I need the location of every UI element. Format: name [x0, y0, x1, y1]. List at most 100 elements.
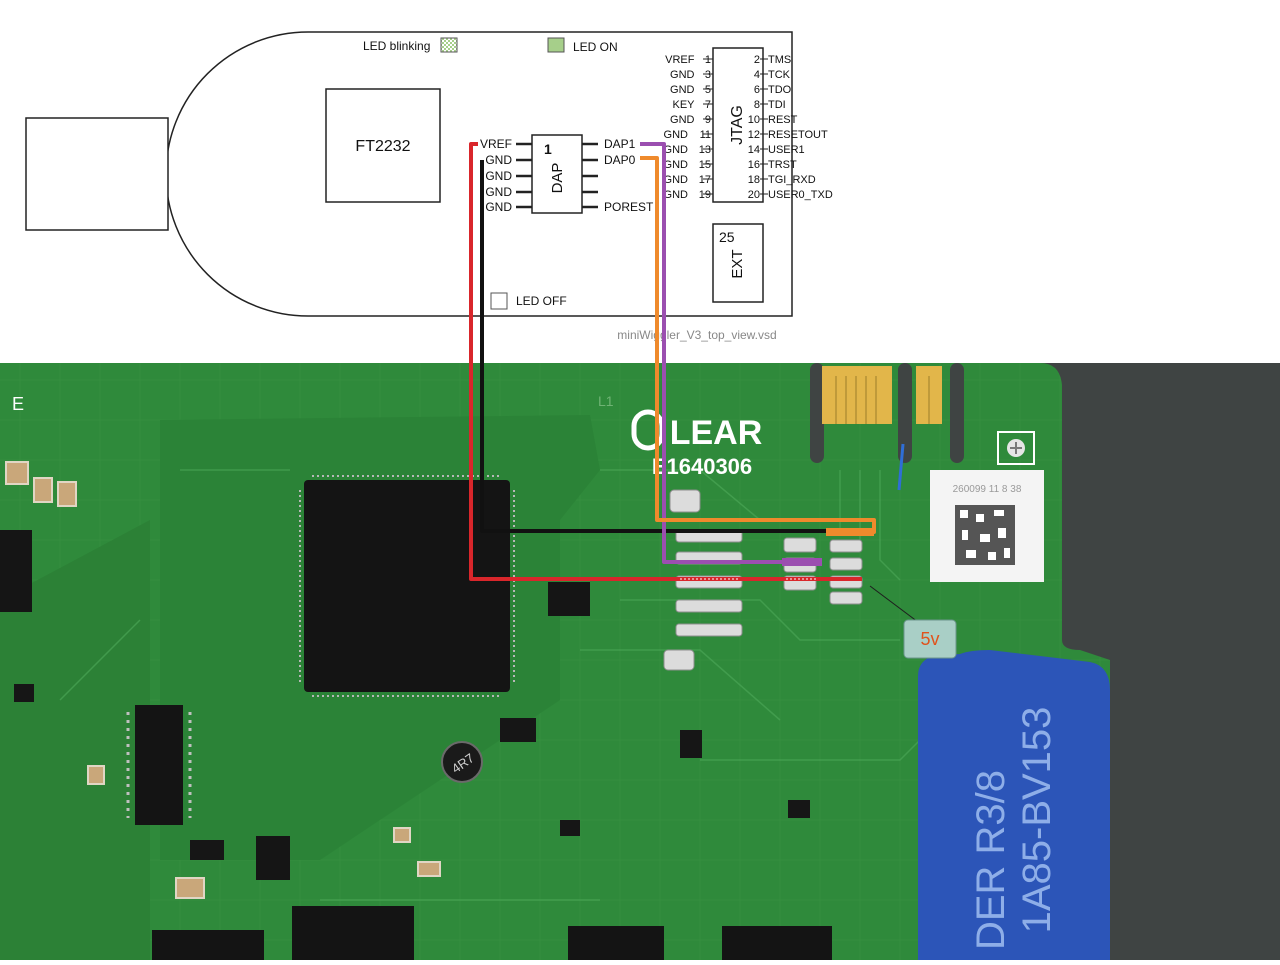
dap-right-pin-label: POREST — [604, 200, 654, 214]
jtag-right-pin: 2 — [754, 54, 760, 66]
dap-box — [531, 134, 583, 214]
diagram-area: FT2232 LED blinking LED ON LED OFF 1 DAP… — [0, 0, 1280, 363]
dap-left-pin-label: GND — [485, 200, 512, 214]
soic-ic — [135, 705, 183, 825]
pcb-photo: 4R7 — [0, 363, 1280, 960]
gnd-wire — [480, 160, 826, 533]
jtag-left-label: GND — [664, 144, 689, 156]
jtag-left-pin: 15 — [699, 159, 711, 171]
notch — [810, 363, 824, 463]
jtag-right-label: TMS — [768, 54, 791, 66]
jtag-left-label: KEY — [672, 99, 695, 111]
jtag-left-pin: 11 — [700, 129, 711, 141]
jtag-right-label: REST — [768, 114, 798, 126]
jtag-right-pin: 16 — [748, 159, 760, 171]
jtag-left-label: GND — [670, 84, 695, 96]
jtag-right-pin: 18 — [748, 174, 760, 186]
jtag-right-label: USER0_TXD — [768, 189, 833, 201]
callout-box — [903, 619, 957, 659]
jtag-right-pin: 12 — [748, 129, 760, 141]
wires — [469, 142, 876, 581]
bottom-ic — [152, 930, 264, 960]
dap1-pad-mark — [782, 558, 822, 566]
jtag-right-label: TRST — [768, 159, 797, 171]
dap-left-pin-label: GND — [485, 185, 512, 199]
dap-left-pin-label: GND — [485, 169, 512, 183]
notch — [898, 363, 912, 463]
jtag-left-pin: 1 — [705, 54, 711, 66]
round-inductor — [441, 741, 483, 783]
jtag-right-label: USER1 — [768, 144, 805, 156]
jtag-left-pin: 13 — [699, 144, 711, 156]
jtag-left-label: VREF — [665, 54, 695, 66]
jtag-left-label: GND — [670, 114, 695, 126]
jtag-right-label: TDO — [768, 84, 792, 96]
jtag-right-label: TGI_RXD — [768, 174, 816, 186]
jtag-left-pin: 5 — [705, 84, 711, 96]
callout-text: 5v — [920, 629, 939, 649]
jtag-right-pin: 20 — [748, 189, 760, 201]
jtag-left-label: GND — [664, 159, 689, 171]
led-blinking-icon — [440, 37, 458, 53]
dap-left-pin-label: VREF — [480, 137, 512, 151]
finger-lines — [835, 376, 930, 424]
jtag-right-label: TCK — [768, 69, 791, 81]
silk-e: E — [12, 394, 24, 414]
jtag-left-label: GND — [670, 69, 695, 81]
led-off-label: LED OFF — [516, 294, 567, 308]
jtag-box — [712, 47, 764, 203]
capacitor-text-1: DER R3/8 — [969, 770, 1013, 950]
callout-leader — [869, 585, 919, 623]
dap0-pad-mark — [826, 528, 874, 536]
jtag-right-pin: 10 — [748, 114, 760, 126]
ext-label: EXT — [729, 249, 746, 278]
dap-right-pin-label: DAP0 — [604, 153, 636, 167]
jtag-left-pin: 9 — [705, 114, 711, 126]
capacitor-text-2: 1A85-BV153 — [1015, 707, 1059, 934]
bottom-ic-3 — [722, 926, 832, 960]
ground-plane-left — [0, 520, 150, 960]
small-ic — [548, 582, 590, 616]
dap1-wire — [640, 142, 822, 564]
blue-capacitor — [918, 650, 1110, 960]
jtag-right-pin: 4 — [754, 69, 760, 81]
small-inductor — [256, 836, 290, 880]
label-code: 260099 11 8 38 — [953, 484, 1022, 495]
jtag-right-pin: 6 — [754, 84, 760, 96]
file-name: miniWiggler_V3_top_view.vsd — [617, 328, 776, 342]
part-number: E1640306 — [652, 454, 752, 479]
small-components — [14, 684, 810, 860]
jtag-title: JTAG — [729, 105, 746, 145]
silk-l1: L1 — [598, 393, 614, 409]
main-ic — [304, 480, 510, 692]
soic-pins — [126, 712, 192, 818]
jtag-left-label: GND — [664, 174, 689, 186]
notch — [950, 363, 964, 463]
fiducial-cross — [1010, 442, 1022, 454]
main-ic-pins — [299, 475, 515, 697]
jtag-right-pin: 8 — [754, 99, 760, 111]
ft2232-chip — [325, 88, 441, 203]
jtag-left-label: GND — [664, 129, 689, 141]
usb-plug — [25, 117, 169, 231]
connector-ic — [292, 906, 414, 960]
ext-number: 25 — [719, 229, 735, 245]
blue-mark — [897, 443, 905, 491]
dap-pin1: 1 — [544, 141, 552, 157]
gold-fingers — [822, 366, 942, 424]
jtag-left-label: GND — [664, 189, 689, 201]
jtag-left-pin: 3 — [705, 69, 711, 81]
led-on-label: LED ON — [573, 40, 618, 54]
ft2232-label: FT2232 — [355, 138, 410, 155]
ext-connector — [712, 223, 764, 303]
datamatrix-cells — [960, 510, 1010, 560]
jtag-right-pin: 14 — [748, 144, 760, 156]
smd-caps — [5, 461, 441, 899]
jtag-right-label: TDI — [768, 99, 786, 111]
dap-title: DAP — [549, 163, 566, 194]
jtag-right-label: RESETOUT — [768, 129, 828, 141]
